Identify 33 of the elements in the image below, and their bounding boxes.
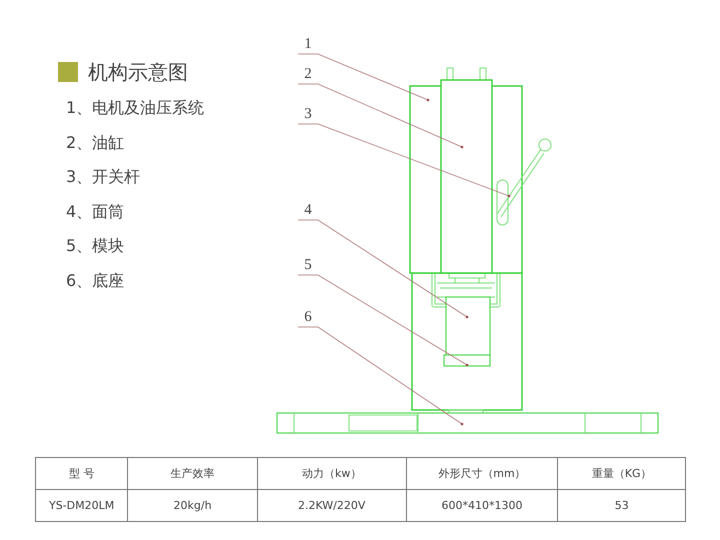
leader-line <box>298 274 468 366</box>
die-module <box>444 354 490 366</box>
leader-line <box>298 84 464 148</box>
leader-line <box>298 124 510 198</box>
leader-line <box>298 326 464 426</box>
callout-number: 4 <box>298 202 318 219</box>
base-plate <box>276 412 658 434</box>
table-cell: 53 <box>558 490 686 522</box>
column-header: 生产效率 <box>128 458 258 490</box>
table-cell: 600*410*1300 <box>406 490 558 522</box>
callout-number: 6 <box>298 309 318 326</box>
table-cell: YS-DM20LM <box>36 490 128 522</box>
list-item: 2、油缸 <box>66 132 124 152</box>
face-cylinder <box>446 296 490 356</box>
list-item: 4、面筒 <box>66 202 124 222</box>
leader-line <box>298 54 430 102</box>
column-header: 重量（KG） <box>558 458 686 490</box>
list-item: 3、开关杆 <box>66 167 140 187</box>
column-header: 型 号 <box>36 458 128 490</box>
section-title: 机构示意图 <box>88 60 188 84</box>
leader-line <box>298 220 468 318</box>
callout-number: 2 <box>298 66 318 83</box>
switch-lever <box>496 138 552 226</box>
list-item: 6、底座 <box>66 270 124 290</box>
list-item: 1、电机及油压系统 <box>66 98 204 118</box>
callout-number: 5 <box>298 257 318 274</box>
column-header: 外形尺寸（mm） <box>406 458 558 490</box>
table-cell: 2.2KW/220V <box>257 490 406 522</box>
callout-number: 1 <box>298 36 318 53</box>
column-header: 动力（kw） <box>257 458 406 490</box>
list-item: 5、模块 <box>66 236 124 256</box>
table-cell: 20kg/h <box>128 490 258 522</box>
callout-number: 3 <box>298 106 318 123</box>
